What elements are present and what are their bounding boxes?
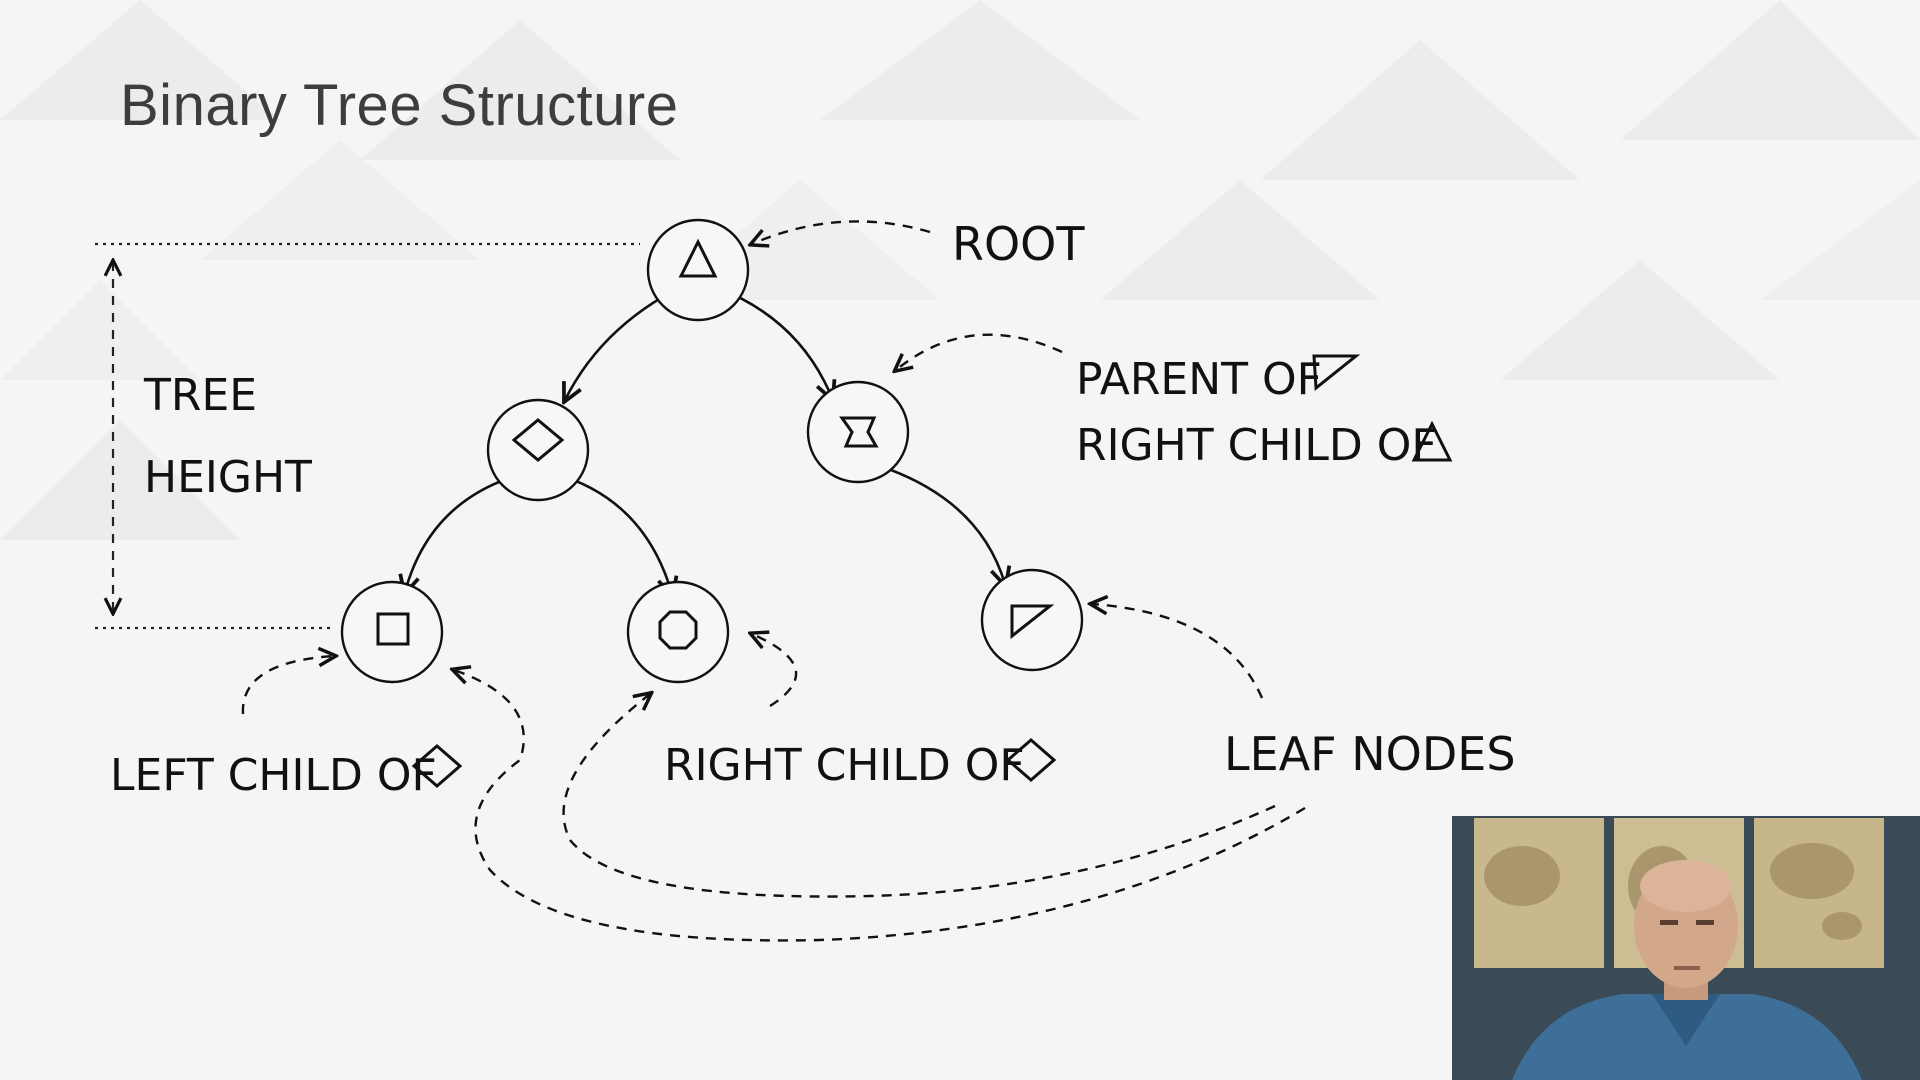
square-icon (376, 612, 410, 646)
presenter-webcam (1452, 816, 1920, 1080)
root-callout-arrow (752, 220, 931, 244)
diamond-icon (1005, 738, 1057, 782)
left-child-of-label: LEFT CHILD OF (110, 750, 437, 801)
leaf-octagon-callout-arrow (562, 694, 1276, 898)
leaf-wedge-callout-arrow (1092, 604, 1264, 699)
edge-right-wedge (879, 464, 1005, 584)
root-node (646, 218, 750, 322)
parent-of-label: PARENT OF (1076, 354, 1322, 405)
right-child-of-root-label: RIGHT CHILD OF (1076, 420, 1437, 471)
leaf-square-callout-arrow (454, 670, 1306, 942)
presenter-video-icon (1452, 816, 1920, 1080)
triangle-icon (1411, 420, 1453, 462)
diamond-icon (411, 744, 463, 788)
right-triangle-icon (1010, 604, 1055, 640)
right-child-callout-arrow (752, 634, 798, 708)
edge-left-rightleaf (555, 472, 672, 594)
chevron-shape-icon (839, 416, 879, 448)
right-child-of-label: RIGHT CHILD OF (664, 740, 1025, 791)
tree-height-indicator (95, 242, 640, 630)
parent-callout-arrow (896, 333, 1063, 370)
edge-left-leftleaf (405, 472, 523, 592)
diamond-icon (511, 418, 565, 462)
leaf-nodes-label: LEAF NODES (1224, 727, 1516, 781)
right-triangle-icon (1312, 354, 1361, 391)
leaf-square-node (340, 580, 444, 684)
tree-height-label-line2: HEIGHT (144, 452, 312, 503)
leaf-wedge-node (980, 568, 1084, 672)
left-child-callout-arrow (241, 656, 334, 715)
triangle-icon (678, 238, 718, 278)
left-child-node (486, 398, 590, 502)
right-child-node (806, 380, 910, 484)
root-label: ROOT (952, 217, 1085, 271)
slide-title: Binary Tree Structure (120, 73, 679, 138)
octagon-icon (658, 610, 698, 650)
tree-height-label-line1: TREE (143, 370, 257, 421)
leaf-octagon-node (626, 580, 730, 684)
edge-root-left (565, 288, 676, 400)
